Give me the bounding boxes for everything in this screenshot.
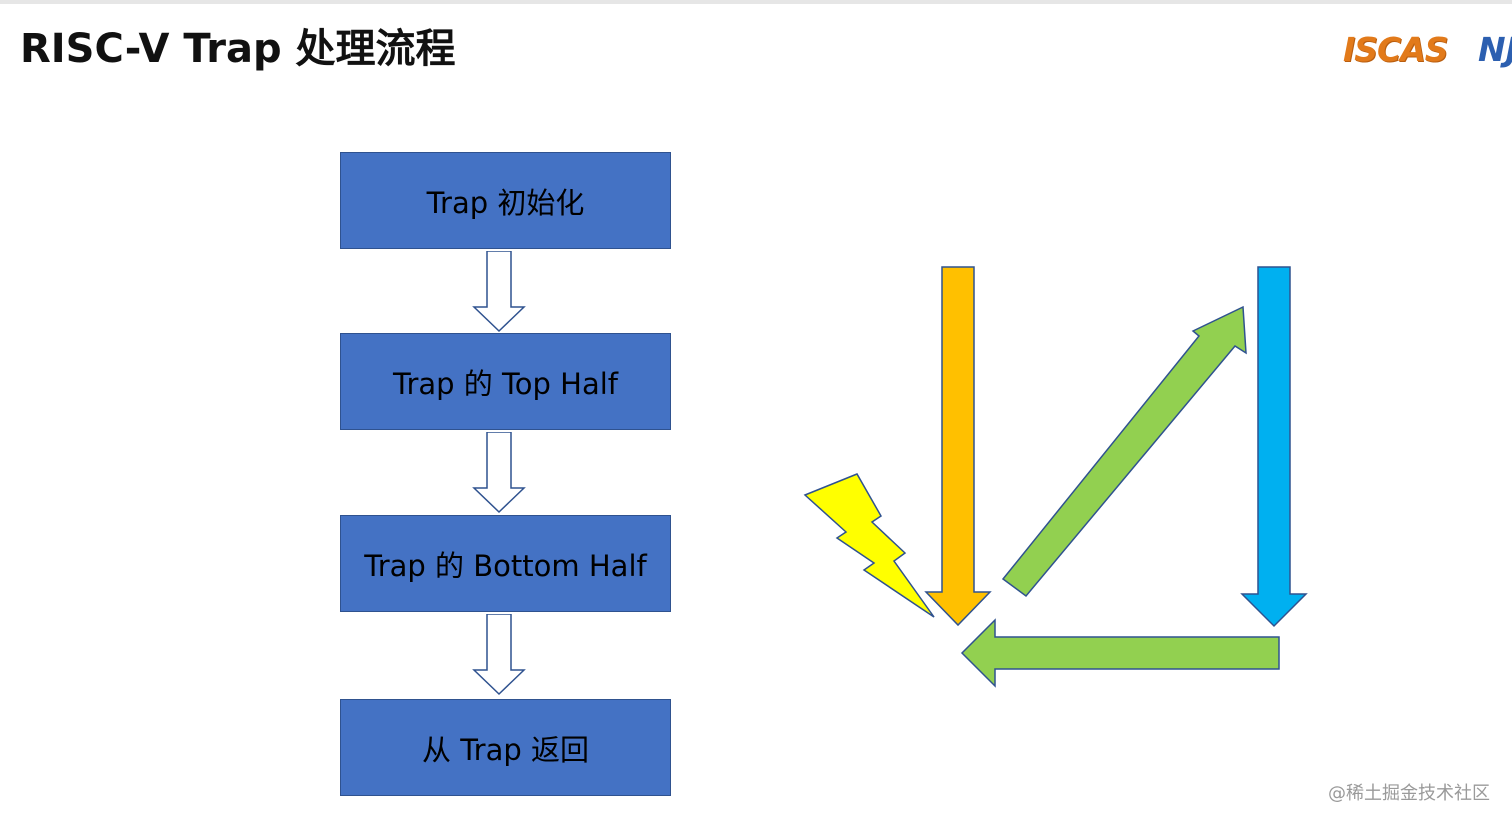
flow-step-label: Trap 的 Top Half [393,366,618,401]
watermark: @稀土掘金技术社区 [1328,783,1490,804]
hollow-down-arrow-icon [472,432,526,514]
flow-step-trap-return: 从 Trap 返回 [340,699,671,796]
trap-cycle-diagram [803,266,1308,688]
flow-step-trap-init: Trap 初始化 [340,152,671,249]
green-diagonal-arrow [1001,305,1247,598]
orange-down-arrow [924,266,992,627]
top-rule [0,0,1512,4]
lightning-bolt-icon [803,473,935,618]
flow-step-label: 从 Trap 返回 [422,732,589,767]
blue-down-arrow [1240,266,1308,628]
flow-step-label: Trap 初始化 [426,185,585,220]
page-title: RISC-V Trap 处理流程 [20,26,456,72]
flow-step-label: Trap 的 Bottom Half [364,548,647,583]
green-left-arrow [960,618,1280,688]
iscas-logo: ISCAS [1343,30,1449,69]
flow-step-top-half: Trap 的 Top Half [340,333,671,430]
partner-logo: NJU [1478,30,1512,69]
flow-step-bottom-half: Trap 的 Bottom Half [340,515,671,612]
hollow-down-arrow-icon [472,251,526,333]
hollow-down-arrow-icon [472,614,526,696]
